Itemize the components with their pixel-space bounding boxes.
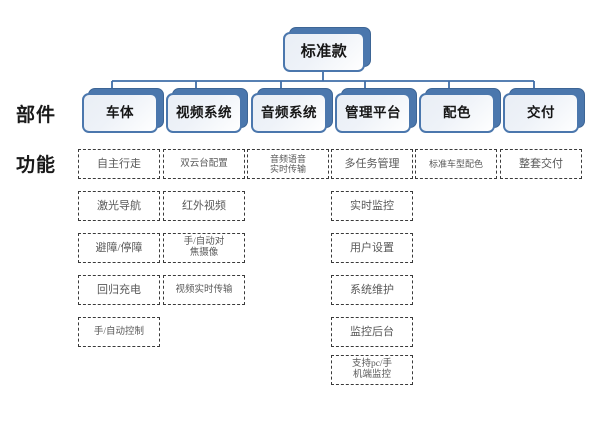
leaf-function[interactable]: 支持pc/手 机端监控	[331, 355, 413, 385]
node-face: 交付	[503, 93, 579, 133]
leaf-label: 视频实时传输	[175, 284, 233, 295]
leaf-label: 手/自动对 焦摄像	[183, 237, 225, 258]
node-branch-management-platform[interactable]: 管理平台	[335, 88, 417, 133]
leaf-label: 实时监控	[350, 199, 394, 212]
leaf-function[interactable]: 激光导航	[78, 191, 160, 221]
leaf-function[interactable]: 标准车型配色	[415, 149, 497, 179]
leaf-label: 监控后台	[350, 325, 394, 338]
leaf-label: 标准车型配色	[428, 158, 483, 169]
node-root-label: 标准款	[300, 43, 348, 60]
leaf-label: 整套交付	[519, 157, 563, 170]
node-label: 车体	[106, 104, 134, 120]
leaf-label: 自主行走	[97, 157, 141, 170]
node-branch-audio-system[interactable]: 音频系统	[251, 88, 333, 133]
node-face: 配色	[419, 93, 495, 133]
leaf-function[interactable]: 多任务管理	[331, 149, 413, 179]
node-root-face: 标准款	[283, 32, 365, 72]
leaf-function[interactable]: 避障/停障	[78, 233, 160, 263]
node-label: 管理平台	[345, 104, 401, 120]
leaf-function[interactable]: 红外视频	[163, 191, 245, 221]
leaf-function[interactable]: 手/自动控制	[78, 317, 160, 347]
leaf-function[interactable]: 视频实时传输	[163, 275, 245, 305]
node-face: 音频系统	[251, 93, 327, 133]
leaf-function[interactable]: 音频语音 实时传输	[247, 149, 329, 179]
leaf-label: 用户设置	[350, 241, 394, 254]
leaf-label: 避障/停障	[95, 241, 143, 254]
leaf-function[interactable]: 监控后台	[331, 317, 413, 347]
leaf-label: 双云台配置	[180, 158, 228, 169]
leaf-function[interactable]: 用户设置	[331, 233, 413, 263]
leaf-function[interactable]: 整套交付	[500, 149, 582, 179]
node-branch-delivery[interactable]: 交付	[503, 88, 585, 133]
leaf-function[interactable]: 双云台配置	[163, 149, 245, 179]
leaf-label: 支持pc/手 机端监控	[351, 359, 393, 380]
leaf-label: 红外视频	[182, 199, 226, 212]
leaf-label: 多任务管理	[344, 157, 400, 170]
node-branch-vehicle-body[interactable]: 车体	[82, 88, 164, 133]
leaf-function[interactable]: 手/自动对 焦摄像	[163, 233, 245, 263]
leaf-function[interactable]: 自主行走	[78, 149, 160, 179]
leaf-label: 系统维护	[350, 283, 394, 296]
row-label-parts: 部件	[16, 105, 57, 126]
leaf-function[interactable]: 实时监控	[331, 191, 413, 221]
node-face: 管理平台	[335, 93, 411, 133]
node-label: 音频系统	[261, 104, 317, 120]
node-branch-color-scheme[interactable]: 配色	[419, 88, 501, 133]
node-label: 配色	[443, 104, 471, 120]
leaf-label: 手/自动控制	[93, 326, 145, 337]
leaf-label: 回归充电	[97, 283, 141, 296]
leaf-label: 激光导航	[97, 199, 141, 212]
node-face: 车体	[82, 93, 158, 133]
leaf-function[interactable]: 系统维护	[331, 275, 413, 305]
node-root[interactable]: 标准款	[283, 27, 371, 72]
leaf-function[interactable]: 回归充电	[78, 275, 160, 305]
row-label-functions: 功能	[16, 155, 57, 176]
node-label: 视频系统	[176, 104, 232, 120]
node-label: 交付	[527, 104, 555, 120]
node-branch-video-system[interactable]: 视频系统	[166, 88, 248, 133]
node-face: 视频系统	[166, 93, 242, 133]
leaf-label: 音频语音 实时传输	[269, 153, 306, 174]
